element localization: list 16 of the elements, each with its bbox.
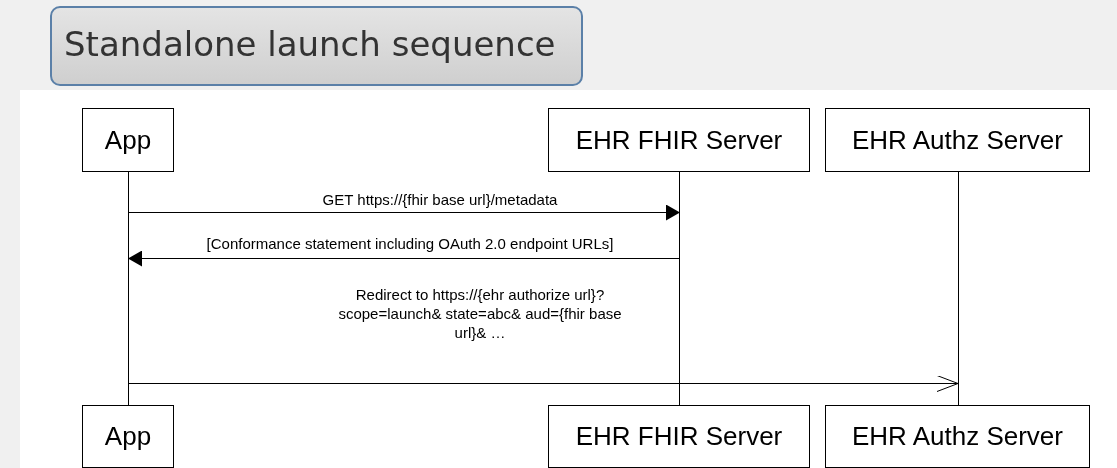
message-arrow — [128, 375, 959, 392]
lifeline — [128, 172, 129, 405]
participant-box: EHR FHIR Server — [548, 405, 810, 468]
participant-box: EHR FHIR Server — [548, 108, 810, 172]
lifeline — [679, 172, 680, 405]
message-arrow — [128, 250, 680, 267]
message-label: GET https://{fhir base url}/metadata — [321, 190, 559, 209]
message-label: [Conformance statement including OAuth 2.0 endpoint URLs] — [205, 234, 615, 253]
participant-box: EHR Authz Server — [825, 108, 1090, 172]
message-arrow — [128, 204, 680, 221]
participant-box: App — [82, 405, 174, 468]
message-label: Redirect to https://{ehr authorize url}? scope=launch& state=abc& aud={fhir base url}& … — [337, 285, 623, 342]
title-banner: Standalone launch sequence — [50, 6, 583, 86]
participant-box: EHR Authz Server — [825, 405, 1090, 468]
participant-box: App — [82, 108, 174, 172]
lifeline — [958, 172, 959, 405]
